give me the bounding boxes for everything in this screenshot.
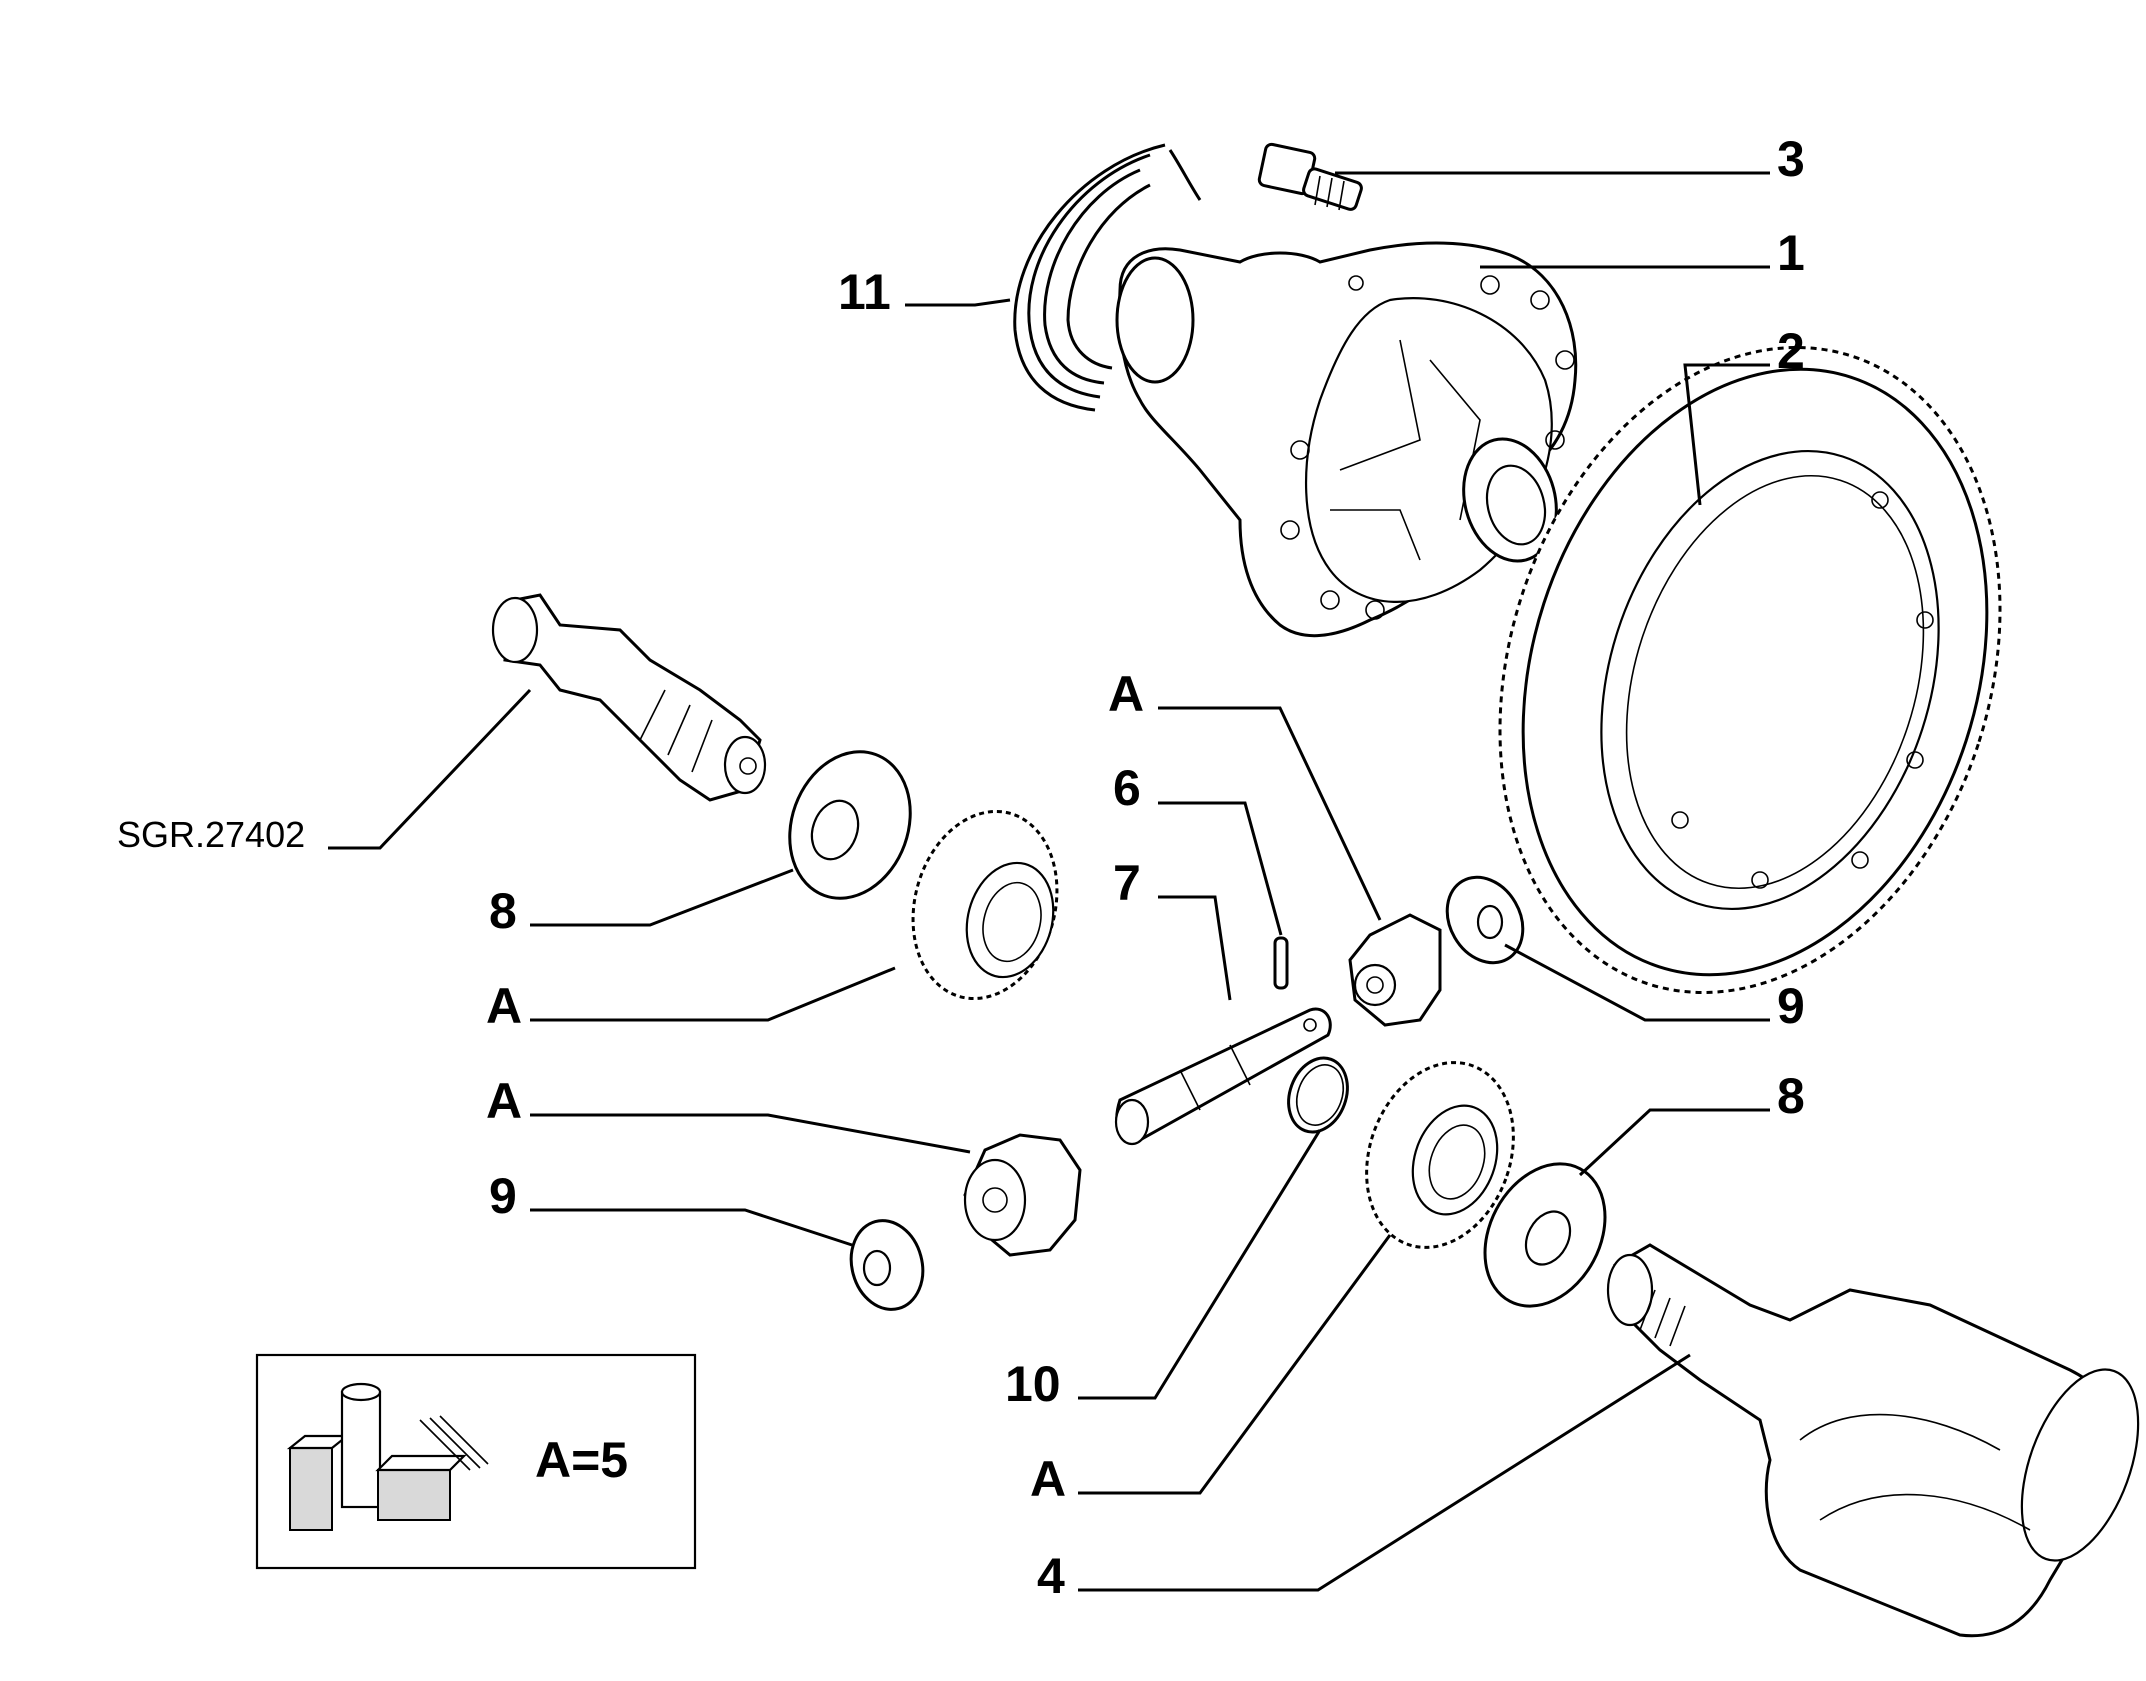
part-9-left-washer (849, 1219, 925, 1311)
callout-a-bottom: A (1030, 1451, 1067, 1507)
reference-code-label: SGR.27402 (117, 814, 306, 855)
part-6-pin (1273, 936, 1289, 990)
part-7-cross-shaft (1114, 1007, 1332, 1146)
callout-9-right: 9 (1777, 978, 1805, 1034)
kit-box-inset (255, 1353, 697, 1570)
part-a-planet-gear-left (963, 1133, 1082, 1257)
callout-8-left: 8 (489, 883, 517, 939)
part-a-side-gear-left (911, 809, 1059, 1001)
part-2-ring-gear (1498, 346, 2002, 994)
parts-kit-boxes-icon (286, 1382, 489, 1531)
part-9-right-washer (1445, 875, 1525, 965)
part-8-left-washer (788, 750, 912, 900)
callout-1: 1 (1777, 225, 1805, 281)
callout-6: 6 (1113, 760, 1141, 816)
kit-quantity-note: A=5 (535, 1432, 629, 1488)
part-1-differential-housing (1115, 241, 1578, 638)
part-a-side-gear-right (1365, 1061, 1515, 1249)
callout-9-left: 9 (489, 1168, 517, 1224)
callout-10: 10 (1005, 1356, 1061, 1412)
part-10-snap-ring (1287, 1056, 1349, 1134)
callout-a-top: A (1108, 666, 1145, 722)
callout-7: 7 (1113, 855, 1141, 911)
part-a-planet-gear-right (1348, 913, 1442, 1027)
shaft-sgr-27402 (491, 593, 767, 802)
part-8-right-washer (1483, 1162, 1607, 1308)
callout-8-right: 8 (1777, 1068, 1805, 1124)
callout-a-left-upper: A (486, 978, 523, 1034)
callout-2: 2 (1777, 323, 1805, 379)
callout-4: 4 (1037, 1548, 1065, 1604)
callout-3: 3 (1777, 131, 1805, 187)
callout-a-left-lower: A (486, 1073, 523, 1129)
leader-lines (328, 171, 1770, 1592)
part-4-output-joint (1606, 1243, 2140, 1638)
part-11-shims (1013, 143, 1202, 412)
part-3-bolt (1257, 142, 1363, 211)
callout-11: 11 (838, 264, 891, 320)
